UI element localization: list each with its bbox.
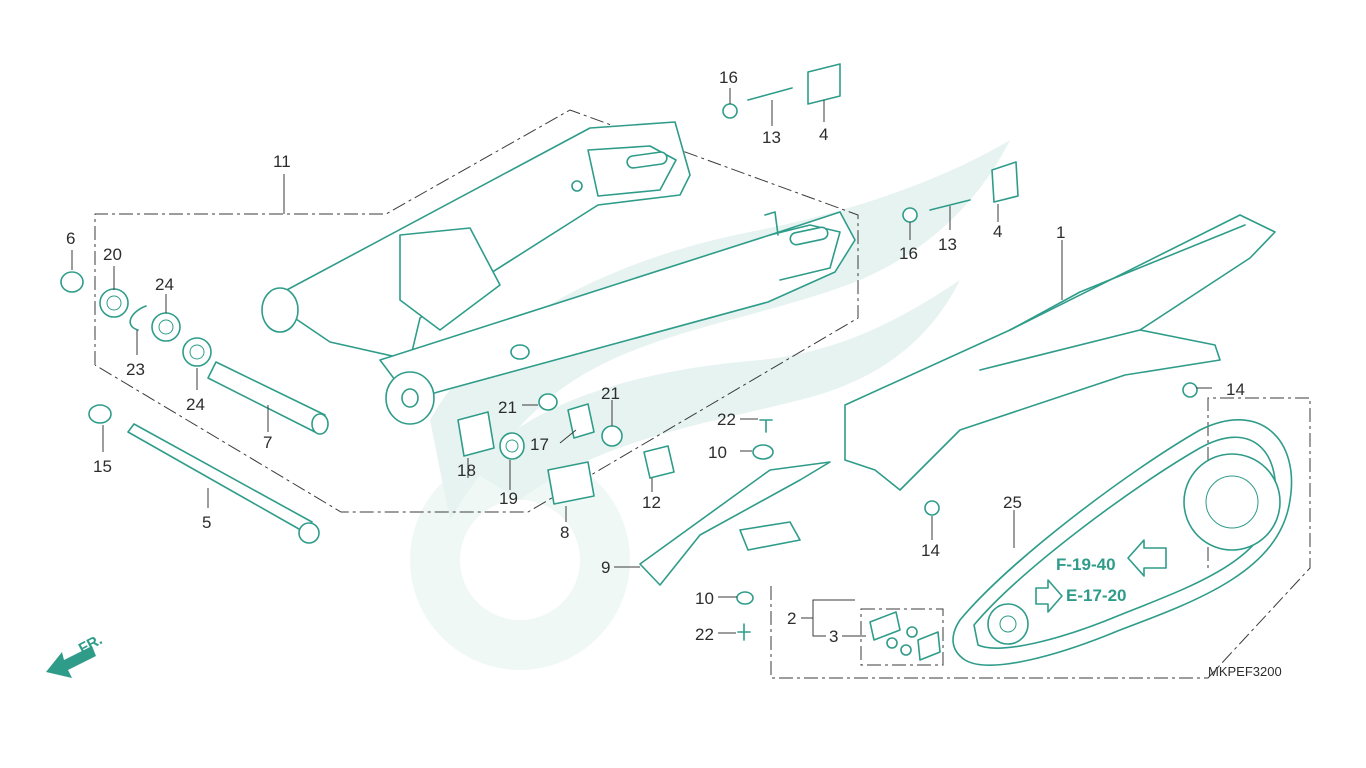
callout-17: 17 <box>530 435 549 454</box>
callout-14: 14 <box>1226 380 1245 399</box>
callout-24: 24 <box>155 275 174 294</box>
reference-label-e: E-17-20 <box>1066 586 1126 605</box>
reference-arrows <box>1035 539 1167 613</box>
callout-18: 18 <box>457 461 476 480</box>
front-direction-arrow <box>46 646 96 678</box>
callout-23: 23 <box>126 360 145 379</box>
reference-label-f: F-19-40 <box>1056 555 1116 574</box>
callout-labels: 1 2 3 4 4 5 6 7 8 9 10 10 11 12 13 13 14… <box>66 68 1245 646</box>
callout-21b: 21 <box>601 384 620 403</box>
chain-case <box>844 214 1276 516</box>
bushings <box>457 393 675 505</box>
master-link <box>869 611 941 661</box>
chain-adjusters <box>722 63 1019 223</box>
callout-4b: 4 <box>993 222 1002 241</box>
callout-6: 6 <box>66 229 75 248</box>
callout-25: 25 <box>1003 493 1022 512</box>
callout-14b: 14 <box>921 541 940 560</box>
swingarm-assembly-outline <box>94 109 1311 679</box>
drive-chain <box>952 419 1293 666</box>
callout-11: 11 <box>273 152 291 171</box>
callout-16b: 16 <box>899 244 918 263</box>
callout-8: 8 <box>560 523 569 542</box>
watermark-logo <box>410 140 1010 670</box>
diagram-code: MKPEF3200 <box>1208 664 1282 679</box>
callout-4: 4 <box>819 125 828 144</box>
callout-12: 12 <box>642 493 661 512</box>
leader-lines <box>71 88 1212 637</box>
callout-22: 22 <box>717 410 736 429</box>
callout-22b: 22 <box>695 625 714 644</box>
callout-20: 20 <box>103 245 122 264</box>
callout-19: 19 <box>499 489 518 508</box>
callout-10: 10 <box>708 443 727 462</box>
left-hardware <box>60 271 329 544</box>
callout-3: 3 <box>829 627 838 646</box>
callout-21: 21 <box>498 398 517 417</box>
callout-9: 9 <box>601 558 610 577</box>
chain-slider <box>639 419 831 641</box>
callout-2: 2 <box>787 609 796 628</box>
callout-7: 7 <box>263 433 272 452</box>
callout-15: 15 <box>93 457 112 476</box>
callout-10b: 10 <box>695 589 714 608</box>
callout-13: 13 <box>762 128 781 147</box>
callout-1: 1 <box>1056 223 1065 242</box>
callout-5: 5 <box>202 513 211 532</box>
callout-24b: 24 <box>186 395 205 414</box>
swingarm <box>261 121 856 425</box>
callout-16: 16 <box>719 68 738 87</box>
callout-13b: 13 <box>938 235 957 254</box>
